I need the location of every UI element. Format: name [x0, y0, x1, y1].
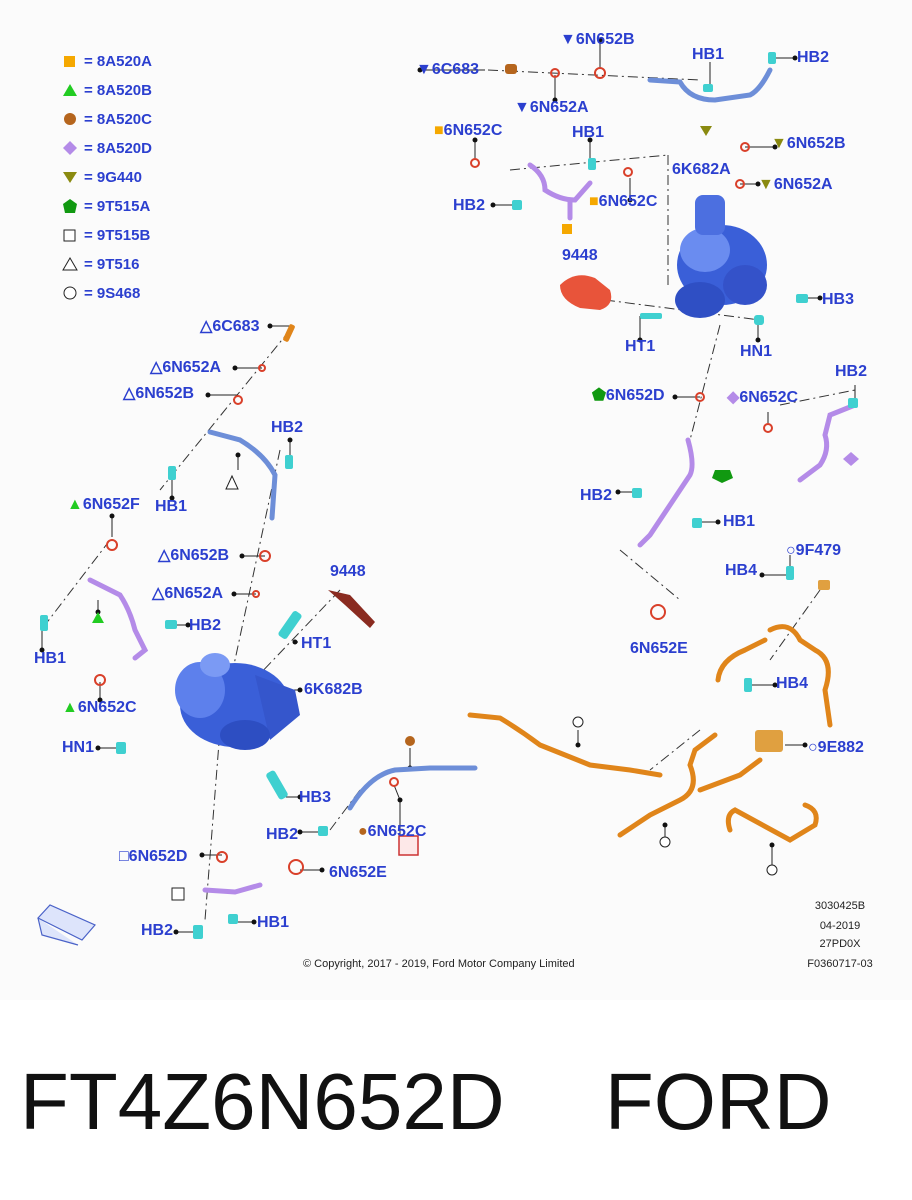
outline-triangle-icon — [62, 256, 78, 272]
callout-label: HB1 — [34, 650, 67, 667]
callout-label: △6N652A — [152, 585, 224, 602]
callout-label: □6N652D — [119, 848, 188, 865]
gasket-9448-lower — [328, 590, 375, 628]
callout-label: HB2 — [189, 617, 222, 634]
callout-label: 9448 — [330, 563, 366, 580]
front-arrow-icon — [37, 904, 96, 946]
green-triangle-icon — [62, 82, 78, 98]
callout-label: HB2 — [580, 487, 613, 504]
callout-label: HB2 — [835, 363, 868, 380]
legend-item: = 8A520C — [62, 110, 152, 128]
callout-label: ■6N652C — [589, 193, 658, 210]
callout-label: △6C683 — [200, 318, 260, 335]
callout-label: ⬟6N652D — [592, 387, 665, 404]
callout-label: 6N652E — [329, 864, 387, 881]
callout-label: ▼6N652B — [771, 135, 846, 152]
purple-diamond-icon — [62, 140, 78, 156]
diagram-model: 27PD0X — [819, 938, 861, 950]
legend-item: = 8A520B — [62, 81, 152, 99]
parts-diagram: = 8A520A = 8A520B = 8A520C = 8A520D = 9G… — [34, 31, 873, 970]
callout-label: ●6N652C — [358, 823, 427, 840]
callout-label: ◆6N652C — [727, 389, 799, 406]
callout-label: 9448 — [562, 247, 598, 264]
callout-label: HB1 — [572, 124, 605, 141]
outline-square-icon — [62, 227, 78, 243]
callout-label: ○9F479 — [786, 542, 842, 559]
callout-label: ▲6N652C — [62, 699, 137, 716]
callout-label: HB1 — [692, 46, 725, 63]
callout-label: 6N652E — [630, 640, 688, 657]
callout-label: ■6N652C — [434, 122, 503, 139]
legend-item: = 9S468 — [62, 284, 140, 302]
green-pentagon-icon — [62, 198, 78, 214]
part-number: FT4Z6N652D — [20, 1057, 505, 1146]
callout-label: ▼6N652A — [514, 99, 589, 116]
callout-label: 6K682B — [304, 681, 363, 698]
olive-triangle-down-icon — [62, 169, 78, 185]
callout-label: HT1 — [301, 635, 332, 652]
callout-label: HB2 — [453, 197, 486, 214]
legend-item: = 9T516 — [62, 255, 139, 273]
callout-label: ○9E882 — [808, 739, 864, 756]
callout-label: HB3 — [299, 789, 332, 806]
outline-circle-icon — [62, 285, 78, 301]
callout-label: HB2 — [266, 826, 299, 843]
legend-item: = 8A520D — [62, 139, 152, 157]
callout-label: 6K682A — [672, 161, 731, 178]
brown-circle-icon — [62, 111, 78, 127]
diagram-drawing — [37, 37, 859, 946]
callout-label: ▼6C683 — [416, 61, 479, 78]
callout-label: HB1 — [257, 914, 290, 931]
legend-item: = 8A520A — [62, 52, 152, 70]
callout-label: ▼6N652B — [560, 31, 635, 48]
callout-label: HB2 — [141, 922, 174, 939]
callout-label: HB2 — [271, 419, 304, 436]
callout-label: HB1 — [155, 498, 188, 515]
callout-label: HB1 — [723, 513, 756, 530]
legend-item: = 9T515A — [62, 197, 150, 215]
callout-label: HB3 — [822, 291, 855, 308]
callout-label: HB4 — [725, 562, 758, 579]
diagram-figure-id: F0360717-03 — [807, 958, 873, 970]
orange-square-icon — [62, 53, 78, 69]
callout-label: HN1 — [62, 739, 95, 756]
legend-item: = 9G440 — [62, 168, 142, 186]
legend-item: = 9T515B — [62, 226, 150, 244]
callout-label: ▲6N652F — [67, 496, 140, 513]
product-caption: FT4Z6N652D FORD — [20, 1052, 900, 1152]
callout-label: ▼6N652A — [758, 176, 833, 193]
callout-label: HB4 — [776, 675, 809, 692]
callout-label: △6N652A — [150, 359, 222, 376]
callout-label: HN1 — [740, 343, 773, 360]
brand-name: FORD — [604, 1057, 832, 1146]
callout-label: △6N652B — [123, 385, 195, 402]
callout-label: △6N652B — [158, 547, 230, 564]
diagram-code: 3030425B — [814, 900, 866, 912]
callout-label: HB2 — [797, 49, 830, 66]
gasket-9448-upper — [560, 275, 612, 310]
copyright-notice: © Copyright, 2017 - 2019, Ford Motor Com… — [303, 958, 575, 970]
diagram-date: 04-2019 — [819, 920, 861, 932]
callout-label: HT1 — [625, 338, 656, 355]
turbocharger-upper — [675, 195, 767, 318]
turbocharger-lower — [175, 653, 300, 750]
